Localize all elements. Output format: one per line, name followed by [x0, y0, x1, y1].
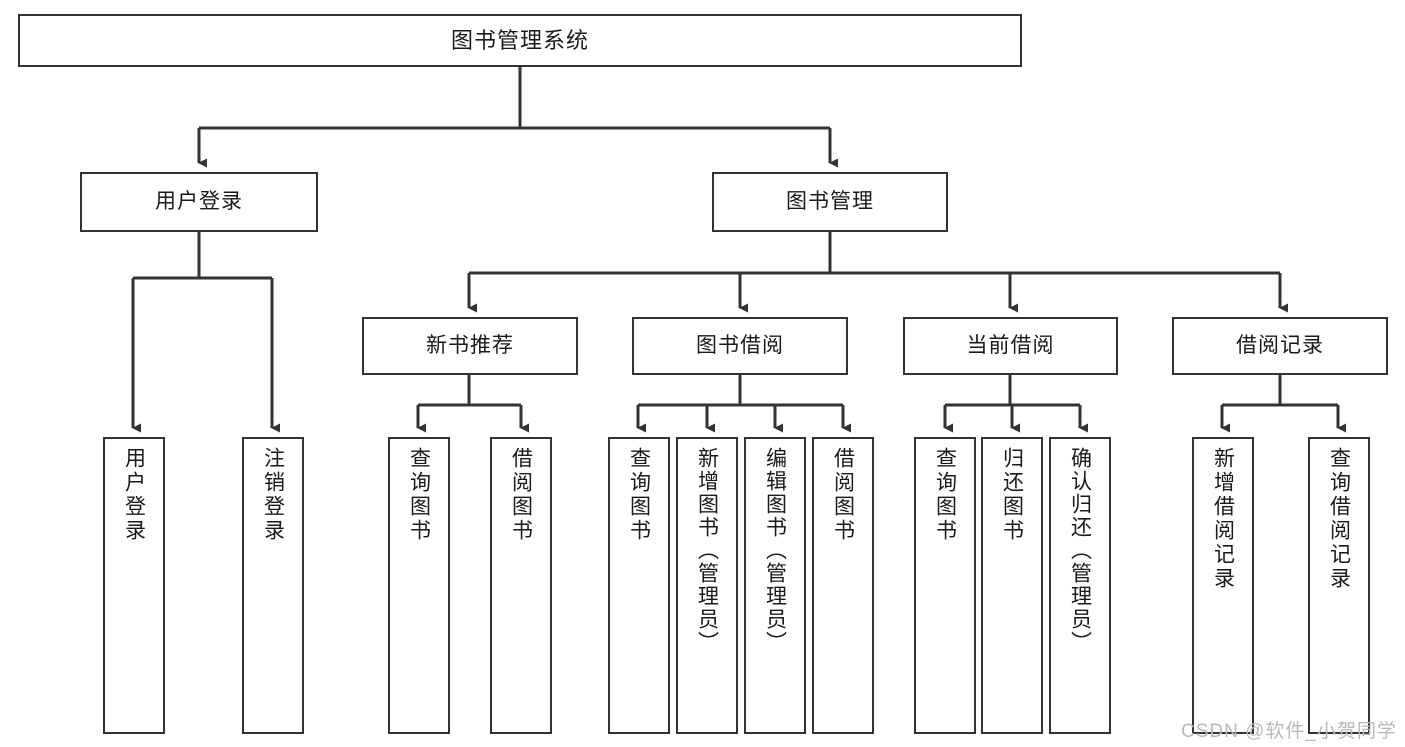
- node-label: 图书管理系统: [450, 27, 589, 53]
- node-label: 新增借阅记录: [1211, 447, 1235, 591]
- leaf-new-book-query-books[interactable]: 查询图书: [388, 437, 450, 734]
- node-label: 图书管理: [786, 189, 874, 213]
- leaf-current-borrow-confirm-return-admin[interactable]: 确认归还（管理员）: [1049, 437, 1111, 734]
- node-label: 查询图书: [933, 447, 957, 543]
- node-label: 借阅图书: [831, 447, 855, 543]
- node-label: 借阅记录: [1236, 333, 1324, 357]
- node-label: 新增图书（管理员）: [695, 447, 719, 654]
- node-label: 归还图书: [1000, 447, 1024, 543]
- leaf-new-book-borrow-books[interactable]: 借阅图书: [490, 437, 552, 734]
- node-label: 注销登录: [261, 447, 285, 543]
- node-book-borrow[interactable]: 图书借阅: [632, 317, 848, 375]
- node-label: 图书借阅: [696, 333, 784, 357]
- node-label: 查询图书: [407, 447, 431, 543]
- leaf-book-borrow-borrow-books[interactable]: 借阅图书: [812, 437, 874, 734]
- node-new-book-recommend[interactable]: 新书推荐: [362, 317, 578, 375]
- leaf-borrow-record-query-record[interactable]: 查询借阅记录: [1308, 437, 1370, 734]
- leaf-book-borrow-query-books[interactable]: 查询图书: [608, 437, 670, 734]
- node-label: 查询图书: [627, 447, 651, 543]
- node-label: 借阅图书: [509, 447, 533, 543]
- node-book-management[interactable]: 图书管理: [712, 172, 948, 232]
- node-borrow-record[interactable]: 借阅记录: [1172, 317, 1388, 375]
- leaf-user-login-login[interactable]: 用户登录: [103, 437, 165, 734]
- leaf-book-borrow-add-book-admin[interactable]: 新增图书（管理员）: [676, 437, 738, 734]
- node-label: 查询借阅记录: [1327, 447, 1351, 591]
- node-label: 用户登录: [155, 189, 243, 213]
- node-current-borrow[interactable]: 当前借阅: [903, 317, 1118, 375]
- node-user-login[interactable]: 用户登录: [80, 172, 318, 232]
- node-root-book-management-system[interactable]: 图书管理系统: [18, 14, 1022, 67]
- leaf-current-borrow-query-books[interactable]: 查询图书: [914, 437, 976, 734]
- leaf-book-borrow-edit-book-admin[interactable]: 编辑图书（管理员）: [744, 437, 806, 734]
- leaf-user-login-logout[interactable]: 注销登录: [242, 437, 304, 734]
- leaf-borrow-record-add-record[interactable]: 新增借阅记录: [1192, 437, 1254, 734]
- node-label: 用户登录: [122, 447, 146, 543]
- node-label: 确认归还（管理员）: [1068, 447, 1092, 654]
- node-label: 新书推荐: [426, 333, 514, 357]
- leaf-current-borrow-return-books[interactable]: 归还图书: [981, 437, 1043, 734]
- node-label: 当前借阅: [966, 333, 1055, 357]
- node-label: 编辑图书（管理员）: [763, 447, 787, 654]
